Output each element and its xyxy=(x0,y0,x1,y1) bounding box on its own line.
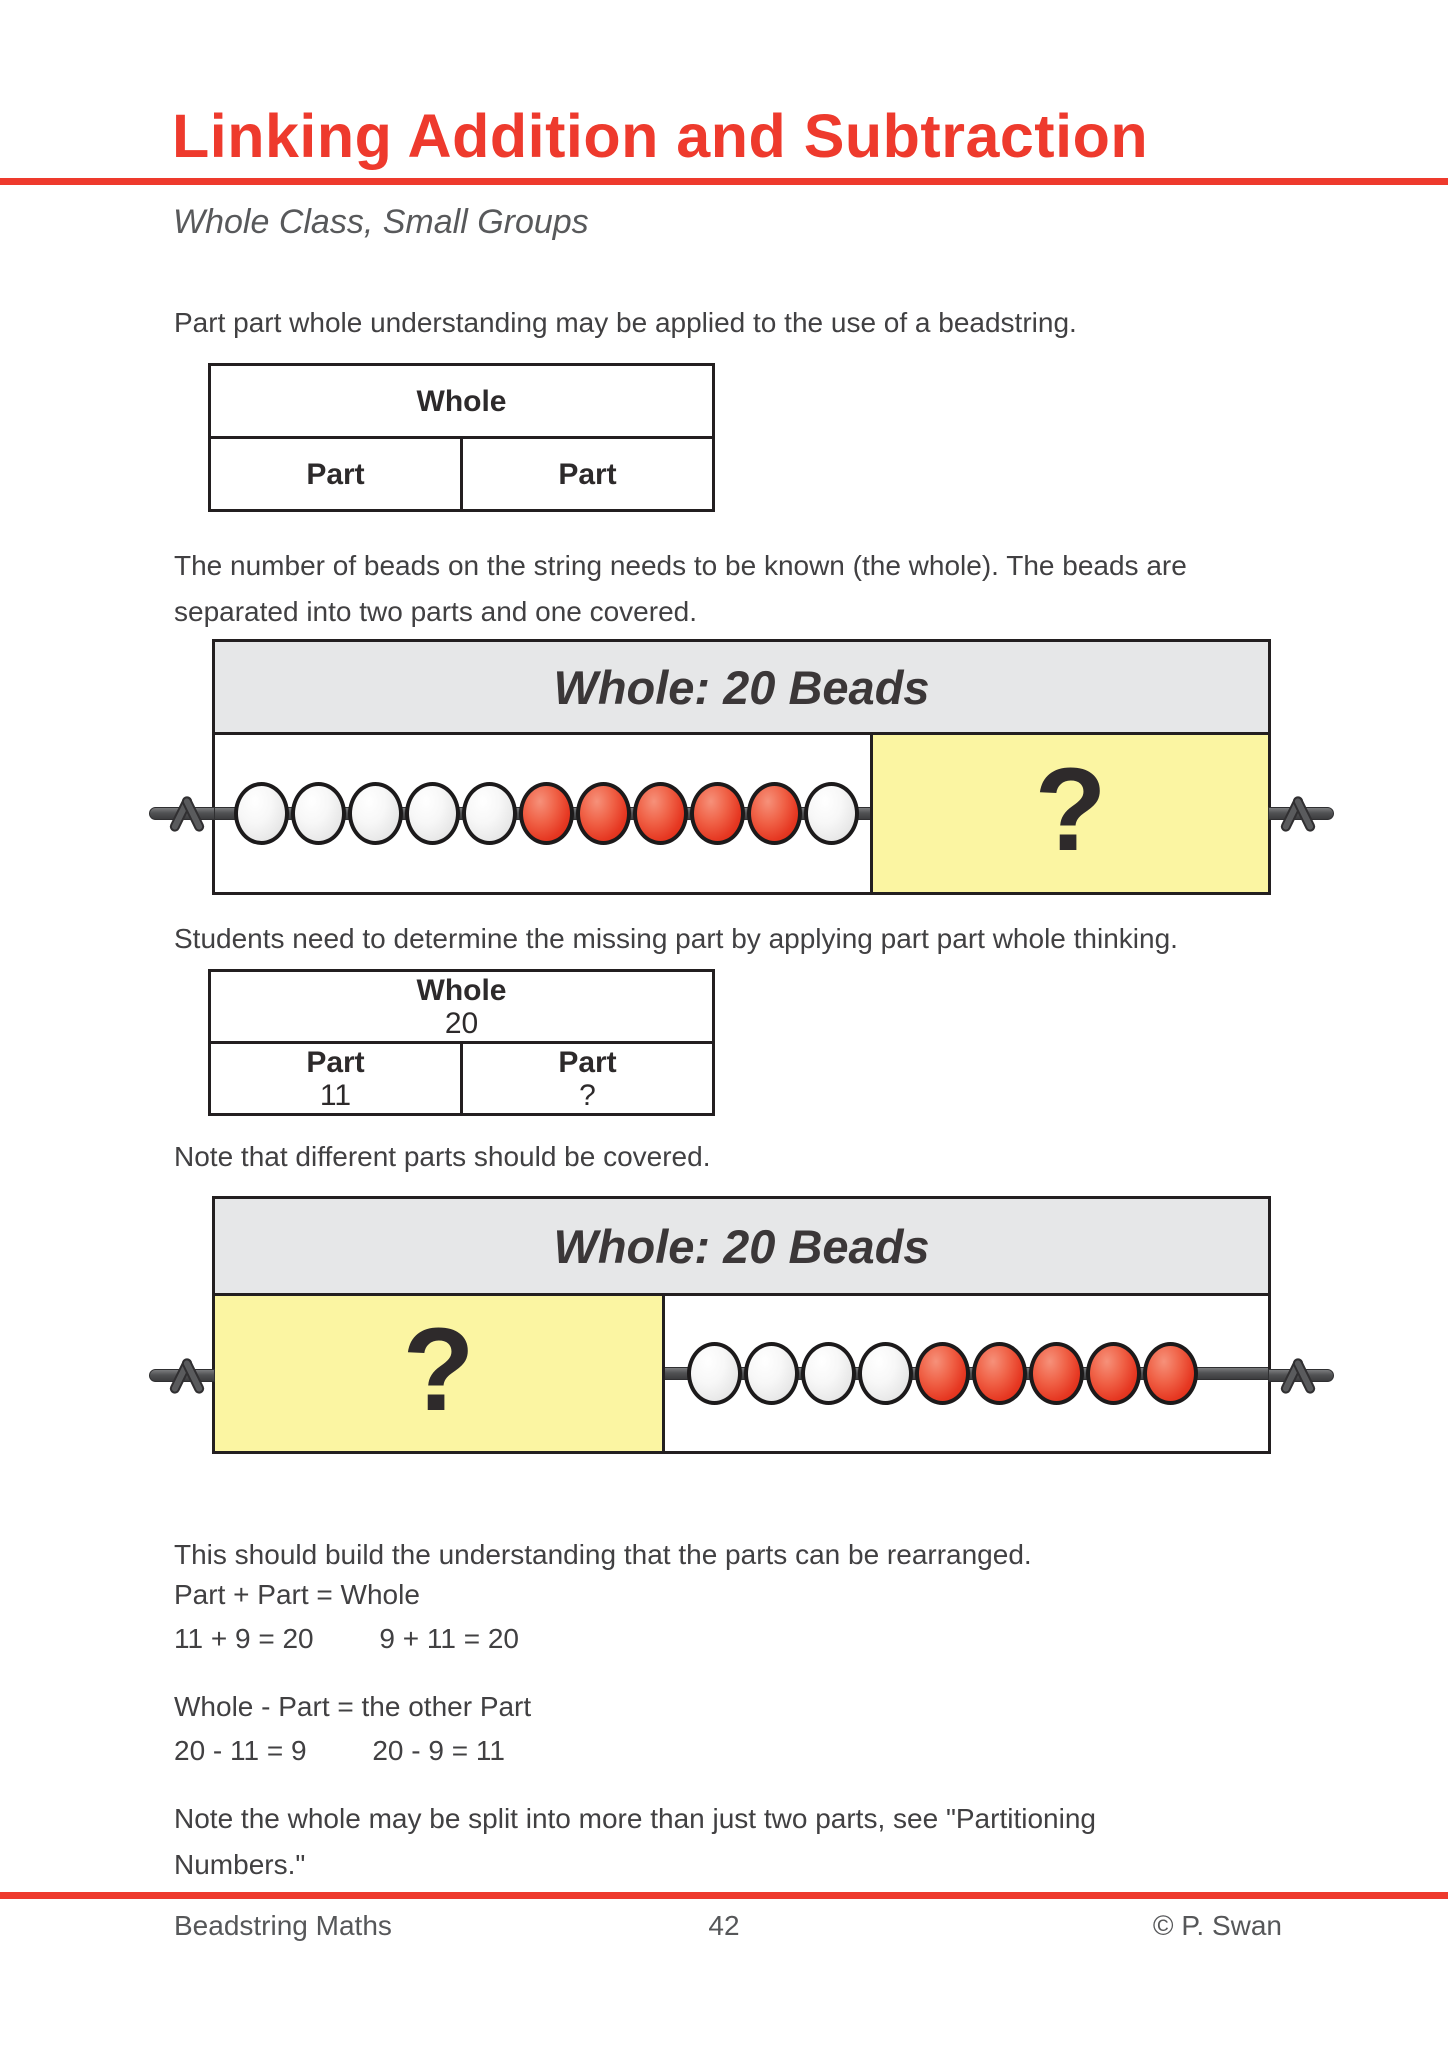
diagram1-body: ? xyxy=(215,735,1268,892)
table-cell-part-right: Part ? xyxy=(460,1044,712,1113)
paragraph-beads-known-line2: separated into two parts and one covered… xyxy=(174,596,698,627)
bead-white xyxy=(858,1342,913,1405)
table-row-parts: Part Part xyxy=(211,436,712,509)
paragraph-beads-known-line1: The number of beads on the string needs … xyxy=(174,550,1187,581)
part-whole-table-filled: Whole 20 Part 11 Part ? xyxy=(208,969,715,1116)
bead-white xyxy=(687,1342,742,1405)
rod-end-left-icon xyxy=(149,1356,215,1396)
whole-value: 20 xyxy=(444,1006,479,1040)
bead-red xyxy=(1086,1342,1141,1405)
diagram2-beads xyxy=(665,1296,1268,1451)
bead-red xyxy=(747,782,802,845)
table-cell-whole: Whole xyxy=(211,366,712,436)
table-cell-part-right: Part xyxy=(460,439,712,509)
bead-white xyxy=(462,782,517,845)
subtraction-eq2: 20 - 9 = 11 xyxy=(372,1735,505,1766)
diagram1-beads xyxy=(215,735,870,892)
footer-copyright: © P. Swan xyxy=(1152,1910,1282,1941)
diagram1-header: Whole: 20 Beads xyxy=(215,642,1268,735)
subtraction-heading: Whole - Part = the other Part xyxy=(174,1691,532,1722)
title-rule xyxy=(0,178,1448,185)
bead-white xyxy=(804,782,859,845)
page-subtitle: Whole Class, Small Groups xyxy=(173,203,589,241)
rod-end-right-icon xyxy=(1268,794,1334,834)
table-row-whole: Whole xyxy=(211,366,712,436)
paragraph-intro: Part part whole understanding may be app… xyxy=(174,307,1077,338)
subtraction-eq1: 20 - 11 = 9 xyxy=(174,1735,307,1766)
page-title: Linking Addition and Subtraction xyxy=(172,102,1149,170)
diagram1-bead-section xyxy=(215,735,870,892)
subtraction-equations: 20 - 11 = 9 20 - 9 = 11 xyxy=(174,1734,505,1768)
part-left-label: Part xyxy=(306,457,365,491)
bead-red xyxy=(1029,1342,1084,1405)
paragraph-note-split-line2: Numbers." xyxy=(174,1849,306,1880)
part-left-label: Part xyxy=(306,1045,365,1079)
bead-white xyxy=(744,1342,799,1405)
bead-white xyxy=(801,1342,856,1405)
footer-page-number: 42 xyxy=(708,1910,740,1941)
addition-equations: 11 + 9 = 20 9 + 11 = 20 xyxy=(174,1622,519,1656)
bead-red xyxy=(633,782,688,845)
paragraph-determine: Students need to determine the missing p… xyxy=(174,923,1178,954)
diagram2-question-mark: ? xyxy=(402,1303,475,1436)
bead-red xyxy=(915,1342,970,1405)
paragraph-rearranged: This should build the understanding that… xyxy=(174,1539,1032,1570)
bead-white xyxy=(405,782,460,845)
footer-rule xyxy=(0,1892,1448,1899)
whole-label: Whole xyxy=(416,384,507,418)
whole-label: Whole xyxy=(416,973,507,1007)
bead-white xyxy=(291,782,346,845)
bead-red xyxy=(690,782,745,845)
beadstring-diagram-1: Whole: 20 Beads ? xyxy=(212,639,1271,895)
paragraph-note-covered: Note that different parts should be cove… xyxy=(174,1141,711,1172)
bead-white xyxy=(234,782,289,845)
beadstring-diagram-2: Whole: 20 Beads ? xyxy=(212,1196,1271,1454)
diagram1-question-mark: ? xyxy=(1034,743,1107,876)
addition-eq2: 9 + 11 = 20 xyxy=(379,1623,519,1654)
table-row-parts: Part 11 Part ? xyxy=(211,1041,712,1113)
bead-red xyxy=(972,1342,1027,1405)
rod-end-left-icon xyxy=(149,794,215,834)
diagram1-cover: ? xyxy=(870,735,1268,892)
table-cell-part-left: Part 11 xyxy=(211,1044,460,1113)
table-row-whole: Whole 20 xyxy=(211,972,712,1041)
bead-red xyxy=(1143,1342,1198,1405)
diagram2-bead-section xyxy=(665,1296,1268,1451)
table-cell-whole: Whole 20 xyxy=(211,972,712,1041)
diagram2-cover: ? xyxy=(215,1296,665,1451)
bead-red xyxy=(576,782,631,845)
rod-end-right-icon xyxy=(1268,1356,1334,1396)
bead-red xyxy=(519,782,574,845)
addition-heading: Part + Part = Whole xyxy=(174,1579,420,1610)
part-left-value: 11 xyxy=(319,1078,352,1112)
diagram2-header-label: Whole: 20 Beads xyxy=(553,1219,930,1273)
footer-book-title: Beadstring Maths xyxy=(174,1910,392,1941)
bead-white xyxy=(348,782,403,845)
diagram1-header-label: Whole: 20 Beads xyxy=(553,660,930,714)
addition-eq1: 11 + 9 = 20 xyxy=(174,1623,314,1654)
part-right-value: ? xyxy=(579,1078,596,1112)
part-right-label: Part xyxy=(558,457,617,491)
part-right-label: Part xyxy=(558,1045,617,1079)
table-cell-part-left: Part xyxy=(211,439,460,509)
diagram2-body: ? xyxy=(215,1296,1268,1451)
paragraph-note-split-line1: Note the whole may be split into more th… xyxy=(174,1803,1096,1834)
diagram2-header: Whole: 20 Beads xyxy=(215,1199,1268,1296)
part-whole-table-blank: Whole Part Part xyxy=(208,363,715,512)
